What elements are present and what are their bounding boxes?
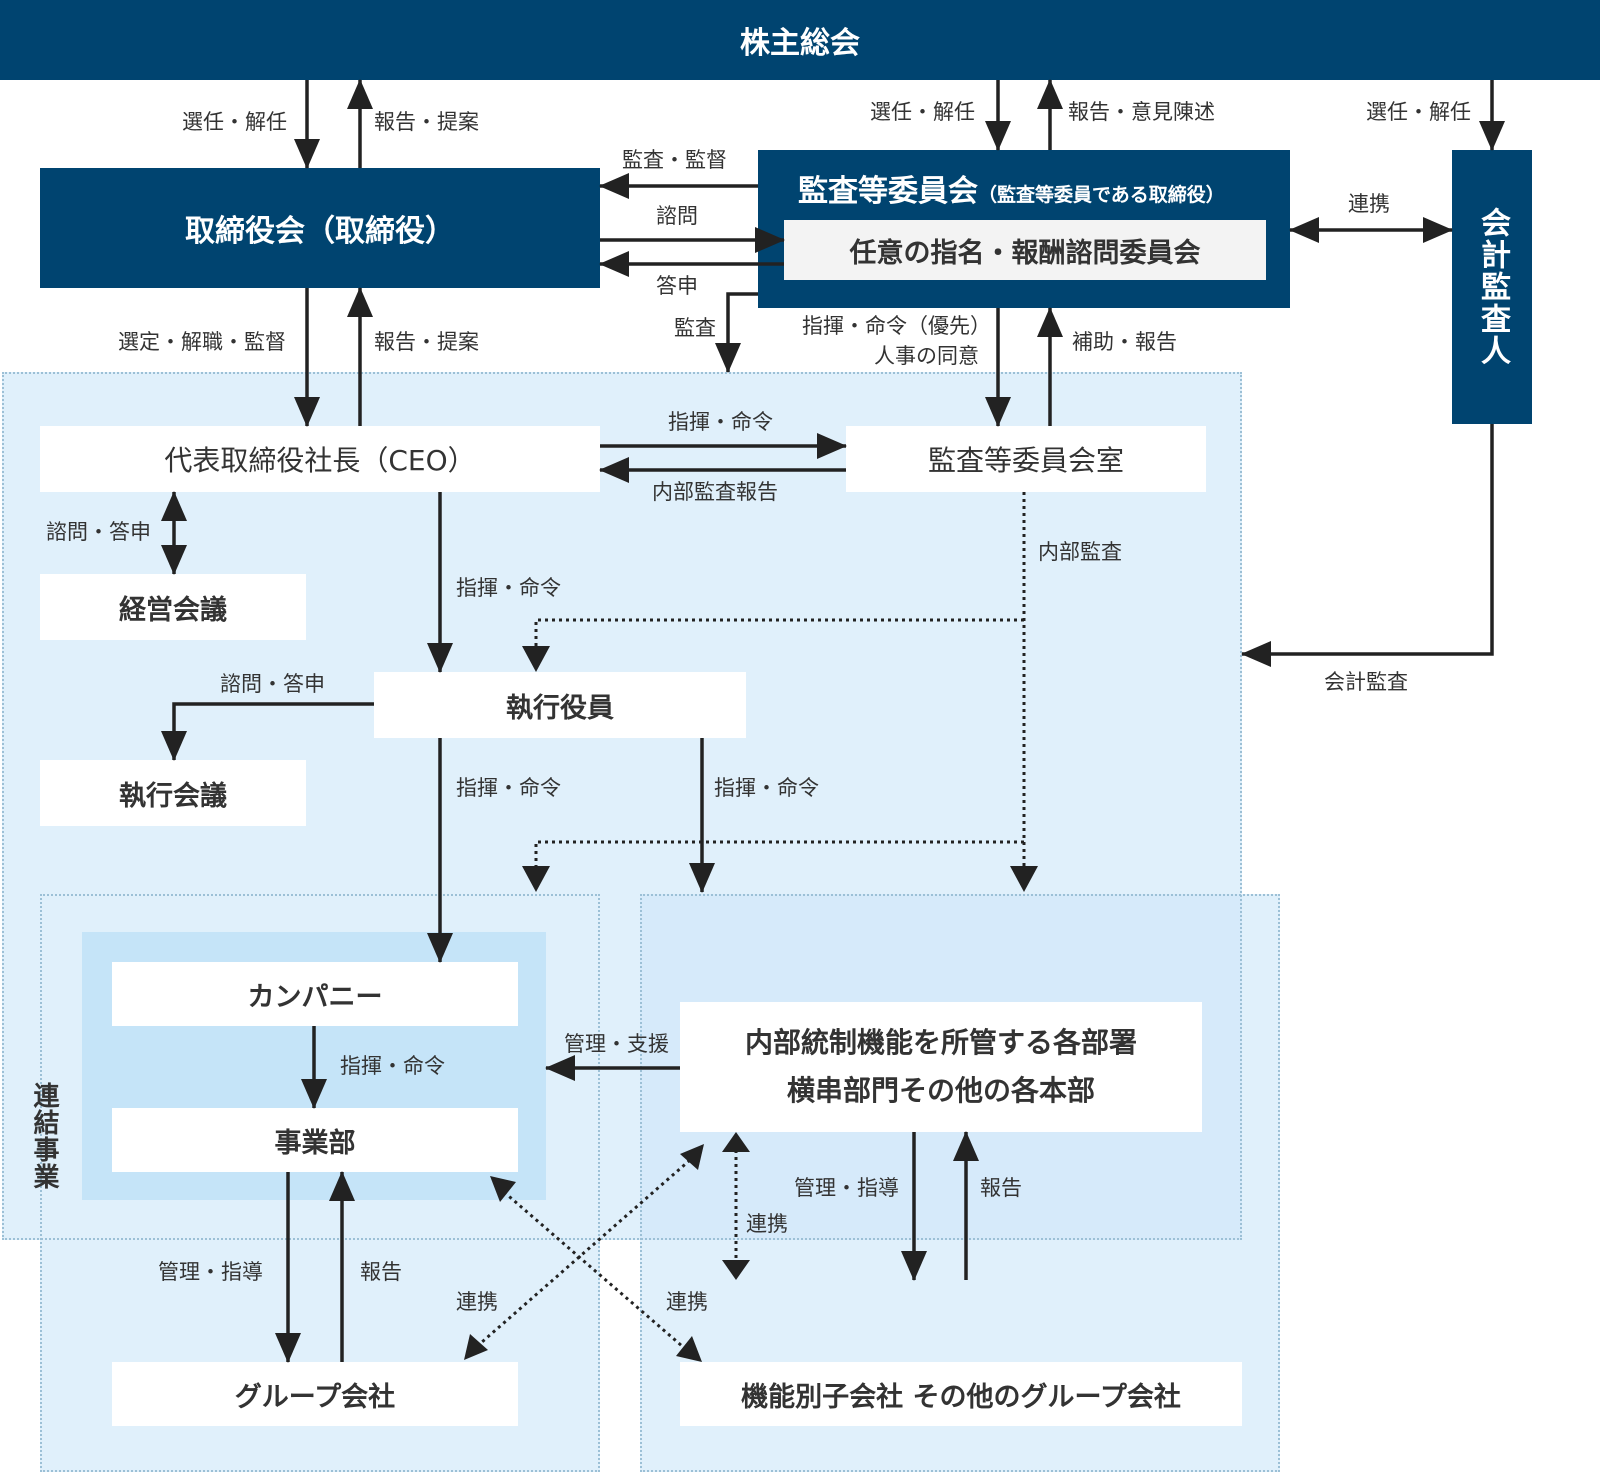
cross-head-a1 bbox=[490, 1176, 516, 1202]
lbl-sh-audit-up: 報告・意見陳述 bbox=[1068, 100, 1215, 124]
lbl-board-ceo-up: 報告・提案 bbox=[374, 330, 479, 354]
lbl-ceo-office-cmd: 指揮・命令 bbox=[668, 410, 773, 434]
lbl-manage-support: 管理・支援 bbox=[564, 1032, 669, 1056]
lbl-cooperation-auditor: 連携 bbox=[1348, 192, 1390, 216]
lbl-consult: 諮問 bbox=[656, 204, 698, 228]
lbl-internal-audit-report: 内部監査報告 bbox=[652, 480, 778, 504]
dept-coop-head-top bbox=[722, 1132, 750, 1152]
internal-audit-head-company bbox=[522, 866, 550, 892]
lbl-sh-board-up: 報告・提案 bbox=[374, 110, 479, 134]
group-companies: グループ会社 bbox=[112, 1362, 518, 1426]
lbl-cross-coop-left: 連携 bbox=[456, 1290, 498, 1314]
lbl-sh-board-down: 選任・解任 bbox=[182, 110, 287, 134]
lbl-audit-supervise: 監査・監督 bbox=[622, 148, 727, 172]
ceo-label: 代表取締役社長（CEO） bbox=[164, 444, 476, 477]
lbl-reply: 答申 bbox=[656, 274, 698, 298]
lbl-div-group-manage: 管理・指導 bbox=[158, 1260, 263, 1284]
advisory-committee-label: 任意の指名・報酬諮問委員会 bbox=[849, 237, 1201, 269]
lbl-company-division-cmd: 指揮・命令 bbox=[340, 1054, 445, 1078]
internal-dept-line1: 内部統制機能を所管する各部署 bbox=[744, 1026, 1137, 1060]
consolidated-business-label: 連結事業 bbox=[29, 1082, 59, 1190]
lbl-dept-sub-report: 報告 bbox=[980, 1176, 1022, 1200]
internal-audit-head-functions bbox=[1010, 866, 1038, 892]
board-of-directors: 取締役会（取締役） bbox=[40, 168, 600, 288]
internal-audit-head-officers bbox=[522, 646, 550, 672]
lbl-officers-dept-cmd: 指揮・命令 bbox=[714, 776, 819, 800]
cross-head-b2 bbox=[464, 1334, 488, 1360]
accounting-auditor-label: 会計監査人 bbox=[1475, 207, 1510, 367]
division-box: 事業部 bbox=[112, 1108, 518, 1172]
lbl-internal-audit: 内部監査 bbox=[1038, 540, 1122, 564]
functional-subsidiaries: 機能別子会社 その他のグループ会社 bbox=[680, 1362, 1242, 1426]
management-meeting-label: 経営会議 bbox=[119, 594, 227, 626]
audit-office-label: 監査等委員会室 bbox=[927, 444, 1124, 477]
audit-committee: 監査等委員会（監査等委員である取締役） 任意の指名・報酬諮問委員会 bbox=[758, 150, 1290, 308]
lbl-cross-coop-right: 連携 bbox=[666, 1290, 708, 1314]
management-meeting: 経営会議 bbox=[40, 574, 306, 640]
executive-meeting-label: 執行会議 bbox=[119, 780, 227, 812]
lbl-ceo-meeting: 諮問・答申 bbox=[46, 520, 151, 544]
group-companies-label: グループ会社 bbox=[234, 1381, 396, 1413]
lbl-sh-auditor-down: 選任・解任 bbox=[1366, 100, 1471, 124]
internal-audit-to-officers-line bbox=[534, 618, 1024, 650]
lbl-accounting-audit: 会計監査 bbox=[1324, 670, 1408, 694]
internal-dept-line2: 横串部門その他の各本部 bbox=[786, 1074, 1095, 1107]
functional-subsidiaries-label: 機能別子会社 その他のグループ会社 bbox=[741, 1381, 1181, 1413]
lbl-dept-sub-manage: 管理・指導 bbox=[794, 1176, 899, 1200]
ceo-box: 代表取締役社長（CEO） bbox=[40, 426, 600, 492]
cross-head-b1 bbox=[680, 1144, 704, 1170]
lbl-audit-office-down-1: 指揮・命令（優先） bbox=[802, 314, 991, 338]
executive-meeting: 執行会議 bbox=[40, 760, 306, 826]
audit-committee-office: 監査等委員会室 bbox=[846, 426, 1206, 492]
cross-head-a2 bbox=[676, 1336, 702, 1362]
cross-coop-line-b bbox=[481, 1158, 691, 1344]
officers-to-exec-meeting-arrow bbox=[161, 702, 374, 761]
advisory-committee: 任意の指名・報酬諮問委員会 bbox=[784, 220, 1266, 280]
dept-coop-head-bottom bbox=[722, 1260, 750, 1280]
lbl-sh-audit-down: 選任・解任 bbox=[870, 100, 975, 124]
executive-region-border bbox=[2, 372, 1242, 1240]
group-functions-border bbox=[640, 894, 1280, 1472]
company-box: カンパニー bbox=[112, 962, 518, 1026]
lbl-dept-coop: 連携 bbox=[746, 1212, 788, 1236]
lbl-ceo-officers-cmd: 指揮・命令 bbox=[456, 576, 561, 600]
lbl-officers-exec-meeting: 諮問・答申 bbox=[220, 672, 325, 696]
internal-audit-to-company-line bbox=[534, 840, 1024, 866]
cross-coop-line-a bbox=[503, 1190, 683, 1348]
audit-committee-label: 監査等委員会 bbox=[798, 174, 978, 209]
executive-officers: 執行役員 bbox=[374, 672, 746, 738]
lbl-audit-office-down-2: 人事の同意 bbox=[874, 344, 979, 368]
internal-control-departments: 内部統制機能を所管する各部署 横串部門その他の各本部 bbox=[680, 1002, 1202, 1132]
lbl-officers-company-cmd: 指揮・命令 bbox=[456, 776, 561, 800]
accounting-auditor: 会計監査人 bbox=[1452, 150, 1532, 424]
company-label: カンパニー bbox=[247, 981, 383, 1013]
shareholders-label: 株主総会 bbox=[740, 26, 860, 61]
executive-officers-label: 執行役員 bbox=[506, 692, 614, 724]
lbl-board-ceo-down: 選定・解職・監督 bbox=[118, 330, 286, 354]
audit-arrow bbox=[715, 292, 758, 373]
lbl-audit: 監査 bbox=[674, 316, 716, 340]
accounting-audit-arrow bbox=[1241, 424, 1494, 667]
lbl-audit-office-up: 補助・報告 bbox=[1072, 330, 1177, 354]
audit-committee-sublabel: （監査等委員である取締役） bbox=[978, 184, 1225, 206]
division-label: 事業部 bbox=[274, 1127, 356, 1159]
shareholders-meeting: 株主総会 bbox=[0, 0, 1600, 80]
lbl-div-group-report: 報告 bbox=[360, 1260, 402, 1284]
board-label: 取締役会（取締役） bbox=[185, 214, 455, 249]
